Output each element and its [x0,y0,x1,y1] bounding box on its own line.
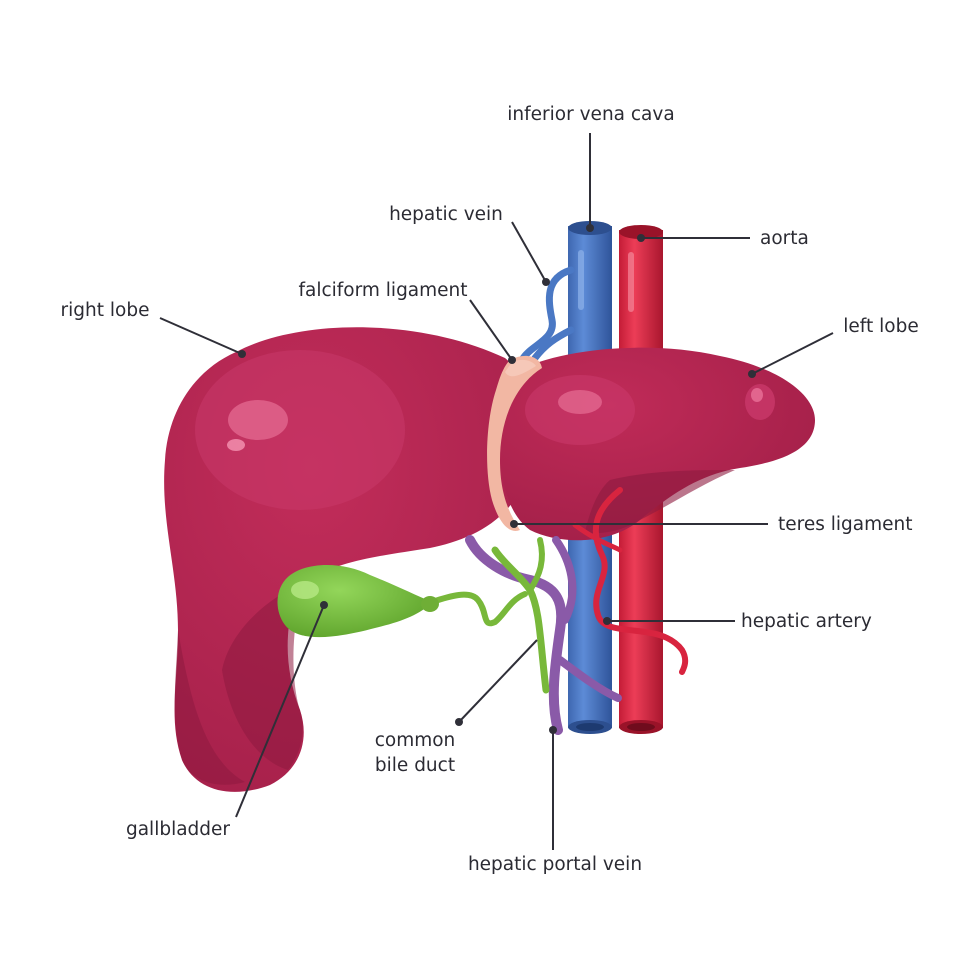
leader-common-bile-duct [458,639,538,723]
common-bile-duct [429,537,550,694]
left-lobe [499,347,815,541]
leader-hepatic-vein [511,221,547,283]
hepatic-portal-vein [465,535,622,735]
label-gallbladder: gallbladder [126,819,230,840]
label-hepatic-artery: hepatic artery [741,611,872,632]
right-lobe [164,327,534,792]
labels: inferior vena cava hepatic vein aorta fa… [61,104,919,875]
label-common-bile-duct-line1: common [375,730,456,751]
gallbladder [277,564,439,638]
label-inferior-vena-cava: inferior vena cava [507,104,674,125]
leader-right-lobe [159,317,243,355]
leader-left-lobe [751,332,834,375]
label-right-lobe: right lobe [61,300,150,321]
label-teres-ligament: teres ligament [778,514,912,535]
leader-lines [159,133,834,850]
label-common-bile-duct-line2: bile duct [375,755,455,776]
label-left-lobe: left lobe [843,316,918,337]
hepatic-vein [518,266,575,364]
leader-gallbladder [235,604,325,818]
leader-falciform-ligament [469,299,513,361]
label-hepatic-vein: hepatic vein [389,204,503,225]
label-falciform-ligament: falciform ligament [298,280,467,301]
hepatic-artery [572,487,689,675]
label-aorta: aorta [760,228,809,249]
falciform-ligament [487,355,542,531]
label-hepatic-portal-vein: hepatic portal vein [468,854,642,875]
